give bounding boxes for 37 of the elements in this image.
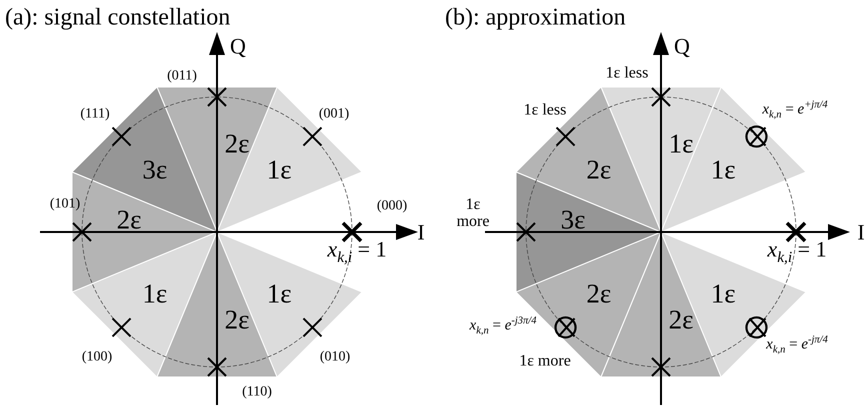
value-label: x$_{k,i}$ = 1 (767, 238, 827, 266)
sector-label: 1ε (668, 130, 694, 158)
value-label: x$_{k,n}$ = e$^{+jπ/4}$ (762, 100, 828, 120)
bit-label: (110) (242, 386, 272, 400)
value-label: x$_{k,i}$ = 1 (327, 238, 387, 266)
note-label: 1ε less (606, 66, 648, 82)
sector-label: 3ε (142, 156, 168, 184)
sector-label: 1ε (710, 280, 736, 308)
axis-label: I (857, 220, 865, 244)
sector-label: 1ε (266, 156, 292, 184)
bit-label: (011) (167, 70, 197, 84)
bit-label: (101) (50, 198, 80, 212)
value-label: x$_{k,n}$ = e$^{-jπ/4}$ (766, 334, 828, 356)
value-label: x$_{k,n}$ = e$^{-j3π/4}$ (470, 316, 536, 336)
bit-label: (111) (80, 108, 110, 122)
sector-label: 2ε (586, 280, 612, 308)
sector-label: 2ε (116, 206, 142, 234)
bit-label: (000) (376, 200, 408, 214)
axis-label: I (417, 220, 425, 244)
bit-label: (001) (318, 108, 350, 122)
sector-label: 3ε (560, 206, 586, 234)
sector-label: 2ε (586, 156, 612, 184)
sector-label: 2ε (224, 130, 250, 158)
sector-label: 1ε (710, 156, 736, 184)
axis-label: Q (674, 34, 690, 58)
note-label: 1ε more (519, 354, 571, 370)
axis-label: Q (230, 34, 246, 58)
sector-label: 2ε (224, 306, 250, 334)
sector-label: 1ε (266, 280, 292, 308)
sector-label: 1ε (142, 280, 168, 308)
panel-title: (b): approximation (445, 5, 626, 31)
bit-label: (100) (82, 350, 112, 366)
bit-label: (010) (320, 350, 350, 366)
note-label: 1ε more (456, 197, 490, 231)
panel-title: (a): signal constellation (5, 5, 230, 31)
sector-label: 2ε (668, 306, 694, 334)
note-label: 1ε less (524, 102, 566, 120)
